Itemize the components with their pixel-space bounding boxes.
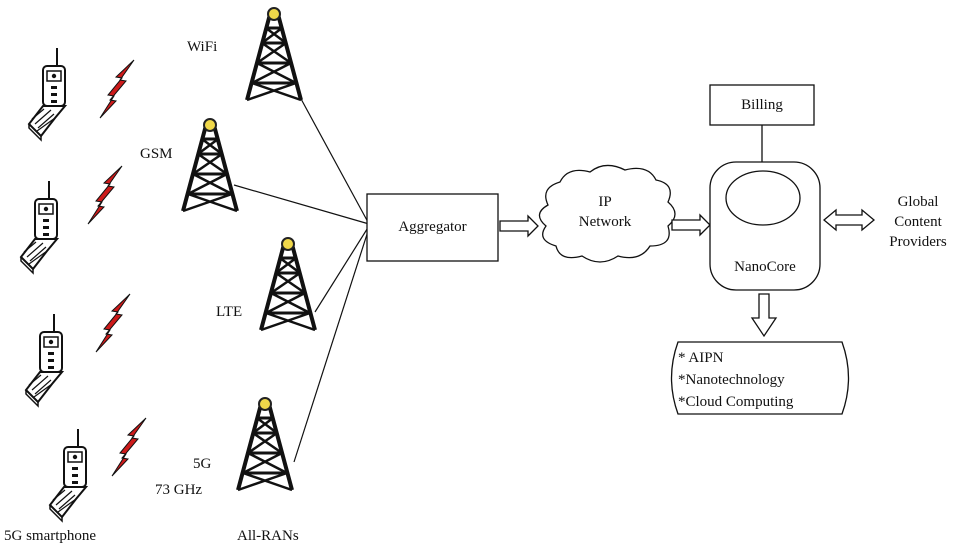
73ghz-label: 73 GHz	[155, 482, 203, 498]
gsm-label: GSM	[140, 146, 173, 162]
arrow-nanocore-global	[822, 208, 876, 232]
feature-cloud-computing: *Cloud Computing	[678, 394, 794, 410]
lte-tower-icon	[259, 236, 317, 332]
feature-aipn: * AIPN	[678, 350, 724, 366]
billing-label: Billing	[741, 97, 783, 113]
arrow-aggregator-to-network	[499, 214, 539, 238]
billing-box	[709, 84, 815, 126]
aggregator-box	[366, 193, 499, 262]
ip-network-cloud	[538, 164, 676, 263]
tower-links	[233, 96, 370, 463]
5g-smartphone-label: 5G smartphone	[4, 528, 97, 544]
global-label: Global	[897, 194, 939, 210]
mobile-phone-icon	[49, 428, 87, 522]
all-rans-label: All-RANs	[237, 528, 299, 544]
features-cylinder	[670, 341, 850, 415]
gsm-tower-icon	[181, 117, 239, 213]
network-label: Network	[578, 214, 632, 230]
mobile-phone-icon	[25, 313, 63, 407]
ip-label: IP	[598, 194, 612, 210]
arrow-network-to-nanocore	[671, 213, 711, 237]
content-label: Content	[894, 214, 942, 230]
signal-bolt-icon	[87, 165, 123, 225]
providers-label: Providers	[889, 234, 947, 250]
mobile-phone-icon	[20, 180, 58, 274]
feature-nanotechnology: *Nanotechnology	[678, 372, 785, 388]
signal-bolt-icon	[99, 59, 135, 119]
wifi-label: WiFi	[187, 39, 218, 55]
5g-label: 5G	[193, 456, 212, 472]
signal-bolt-icon	[95, 293, 131, 353]
nanocore-label: NanoCore	[734, 259, 796, 275]
signal-bolt-icon	[111, 417, 147, 477]
5g-tower-icon	[236, 396, 294, 492]
lte-label: LTE	[216, 304, 243, 320]
nanocore-ellipse	[725, 170, 801, 226]
wifi-tower-icon	[245, 6, 303, 102]
mobile-phone-icon	[28, 47, 66, 141]
aggregator-label: Aggregator	[398, 219, 467, 235]
arrow-nanocore-to-features	[750, 293, 778, 338]
